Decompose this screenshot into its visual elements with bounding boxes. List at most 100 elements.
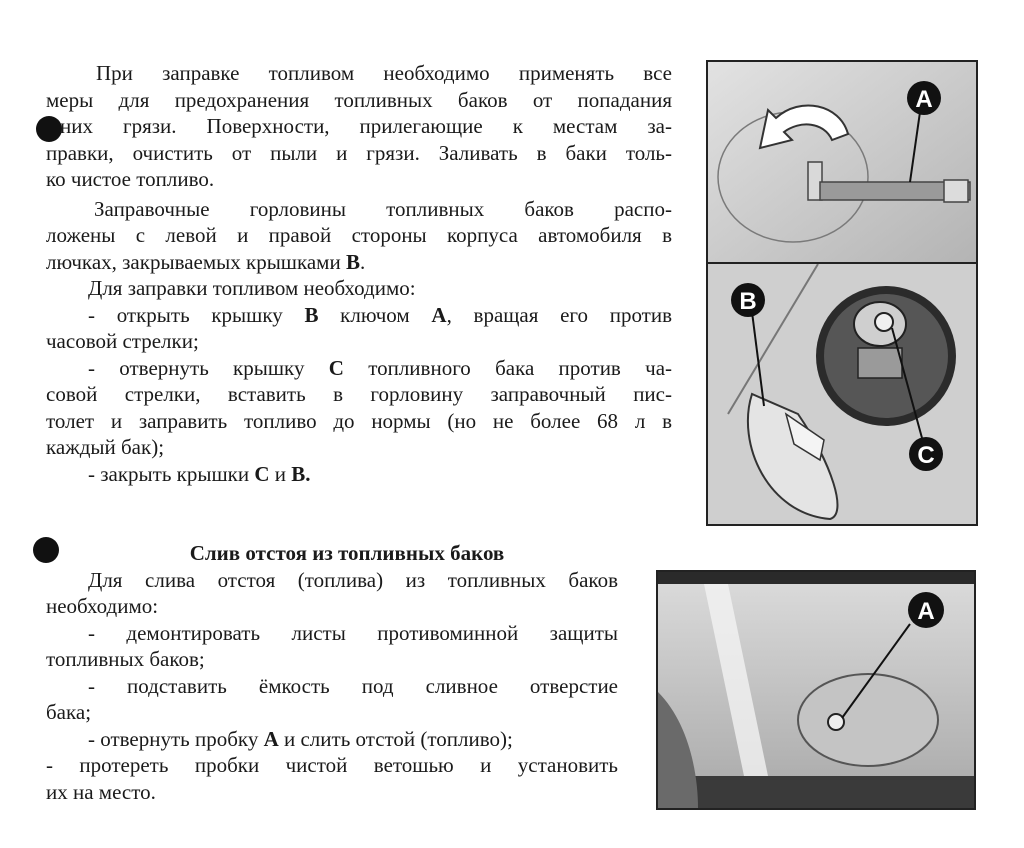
step3-letter-b: B.: [291, 461, 311, 486]
step3-line: - закрыть крышки С и B.: [46, 461, 672, 488]
tank-side-shadow: [658, 692, 698, 808]
figure-key-a: A: [706, 60, 978, 264]
fuel-cap-c: [874, 312, 894, 332]
s2-step3-part-b: и слить отстой (топливо);: [284, 726, 513, 751]
tank-highlight-stripe: [704, 584, 768, 776]
s2-intro-line1-text: Для слива отстоя (топлива) из топливных …: [88, 567, 618, 592]
p1-line1-text: При заправке топливом необходимо применя…: [96, 61, 672, 85]
p1-line4-text: правки, очистить от пыли и грязи. Залива…: [46, 140, 672, 165]
key-shaft-vertical: [807, 161, 823, 201]
step2-line3: толет и заправить топливо до нормы (но н…: [46, 408, 672, 435]
step1-part-a: - открыть крышку: [88, 302, 283, 327]
step1-line2: часовой стрелки;: [46, 328, 672, 355]
p2-line3: лючках, закрываемых крышками B.: [46, 249, 366, 274]
step1-part-c: , вращая его против: [446, 302, 673, 327]
step2-line2-text: совой стрелки, вставить в горловину запр…: [46, 382, 672, 406]
callout-circle-c: [909, 437, 943, 471]
s2-step1-line2-text: топливных баков;: [46, 647, 205, 671]
body-edge-line: [727, 264, 819, 415]
p1-line5: ко чистое топливо.: [46, 166, 672, 193]
s2-step4-line1-text: - протереть пробки чистой ветошью и уста…: [46, 753, 618, 777]
p1-line3-text: них грязи. Поверхности, прилегающие к ме…: [60, 114, 672, 138]
s2-step1-line1: - демонтировать листы противоминной защи…: [46, 620, 618, 647]
s2-step4-line1: - протереть пробки чистой ветошью и уста…: [46, 752, 618, 779]
figure-cover-illustration: B C: [708, 264, 976, 524]
p1-line5-text: ко чистое топливо.: [46, 167, 215, 191]
callout-circle-a2: [908, 592, 944, 628]
figure-drain-illustration: A: [658, 572, 974, 808]
p2-line1-text: Заправочные горловины топливных баков ра…: [94, 196, 672, 221]
step1-line1: - открыть крышку B ключом А, вращая его …: [46, 302, 672, 329]
s2-step4-line2: их на место.: [46, 779, 618, 806]
callout-line-b: [751, 311, 765, 407]
s2-step3-letter-a: А: [263, 726, 279, 751]
callout-line-a2: [841, 623, 911, 719]
bullet-dot-1: [36, 116, 62, 142]
s2-step2-line1-text: - подставить ёмкость под сливное отверст…: [88, 673, 618, 698]
drain-plug-a: [827, 713, 845, 731]
p2-line1: Заправочные горловины топливных баков ра…: [46, 196, 672, 223]
section2-text: Слив отстоя из топливных баков Для слива…: [46, 540, 618, 805]
step2-line1: - отвернуть крышку С топливного бака про…: [46, 355, 672, 382]
step2-line3-text: толет и заправить топливо до нормы (но н…: [46, 408, 672, 433]
s2-step3-part-a: - отвернуть пробку: [88, 726, 259, 751]
figure-drain-plug-a: A: [656, 570, 976, 810]
s2-step3-line: - отвернуть пробку А и слить отстой (топ…: [46, 726, 618, 753]
p1-line2-text: меры для предохранения топливных баков о…: [46, 87, 672, 112]
step1-part-d: часовой стрелки;: [46, 329, 199, 353]
callout-label-c: C: [917, 442, 934, 469]
step2-part-a: - отвернуть крышку: [88, 355, 305, 380]
p1-line2: меры для предохранения топливных баков о…: [46, 87, 672, 114]
callout-label-a: A: [915, 86, 932, 113]
p2-line2-text: ложены с левой и правой стороны корпуса …: [46, 223, 672, 247]
callout-circle-b: [731, 283, 765, 317]
rotate-arrow-icon: [758, 104, 850, 150]
step1-letter-a: А: [431, 302, 447, 327]
step1-part-b: ключом: [340, 302, 410, 327]
callout-line-c: [891, 327, 923, 439]
step2-part-b: топливного бака против ча-: [368, 355, 673, 380]
s2-step1-line1-text: - демонтировать листы противоминной защи…: [88, 620, 618, 645]
fig3-top-edge: [658, 572, 974, 584]
section1-text: При заправке топливом необходимо применя…: [46, 60, 672, 487]
p1-line3: них грязи. Поверхности, прилегающие к ме…: [46, 113, 672, 140]
s2-step2-line1: - подставить ёмкость под сливное отверст…: [46, 673, 618, 700]
s2-intro-line2: необходимо:: [46, 593, 618, 620]
s2-step1-line2: топливных баков;: [46, 646, 618, 673]
step2-line2: совой стрелки, вставить в горловину запр…: [46, 381, 672, 408]
callout-label-b: B: [739, 288, 756, 315]
bullet-dot-2: [33, 537, 59, 563]
section2-title: Слив отстоя из топливных баков: [189, 541, 505, 565]
s2-intro-line1: Для слива отстоя (топлива) из топливных …: [46, 567, 618, 594]
figure-cover-b-cap-c: B C: [706, 262, 978, 526]
s2-step2-line2: бака;: [46, 699, 618, 726]
p2-line2: ложены с левой и правой стороны корпуса …: [46, 222, 672, 249]
fig3-bottom-edge: [658, 776, 974, 808]
p3-text: Для заправки топливом необходимо:: [88, 276, 416, 300]
p3-line: Для заправки топливом необходимо:: [46, 275, 672, 302]
p1-line1: При заправке топливом необходимо применя…: [46, 60, 672, 87]
step2-letter-c: С: [328, 355, 344, 380]
step3-part-b: и: [274, 461, 287, 486]
s2-intro-line2-text: необходимо:: [46, 594, 159, 618]
callout-circle-a: [907, 81, 941, 115]
drain-panel: [797, 673, 939, 767]
key-end-cap: [943, 179, 969, 203]
cover-hinge: [784, 412, 825, 462]
step3-part-a: - закрыть крышки: [88, 461, 250, 486]
step1-letter-b: B: [304, 302, 319, 327]
s2-step4-line2-text: их на место.: [46, 779, 156, 804]
p2-letter-b: B: [345, 249, 360, 274]
callout-label-a2: A: [917, 598, 934, 625]
key-handle: [819, 181, 971, 201]
section2-heading: Слив отстоя из топливных баков: [46, 540, 618, 567]
step2-line4-text: каждый бак);: [46, 435, 165, 459]
callout-line-a: [909, 111, 921, 183]
p2-line3-text: лючках, закрываемых крышками: [46, 249, 341, 274]
figure-key-a-illustration: A: [708, 62, 976, 262]
p1-line4: правки, очистить от пыли и грязи. Залива…: [46, 140, 672, 167]
step2-line4: каждый бак);: [46, 434, 672, 461]
s2-step2-line2-text: бака;: [46, 700, 92, 724]
step3-letter-c: С: [254, 461, 270, 486]
